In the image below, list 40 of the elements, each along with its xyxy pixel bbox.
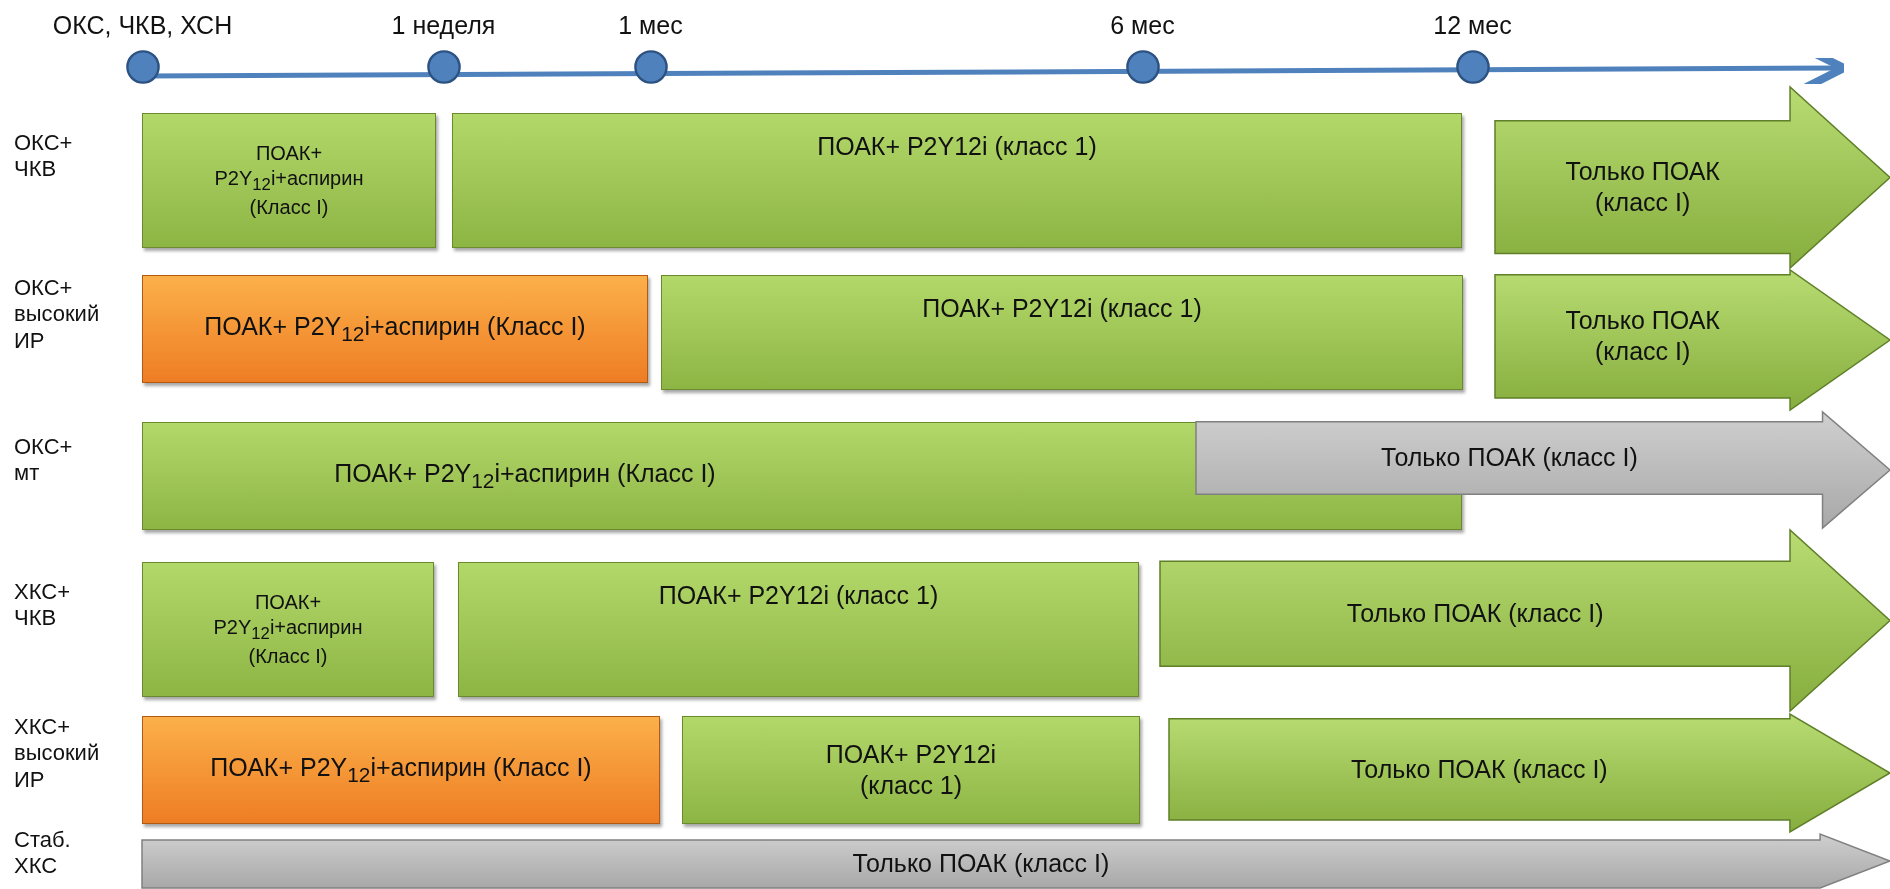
bar-label: ПОАК+ P2Y12i (класс 1) xyxy=(922,292,1202,324)
bar-label: ПОАК+ P2Y$_{12}$i+аспирин (Класс I) xyxy=(334,458,716,494)
bar-label: Только ПОАК (класс I) xyxy=(1345,598,1605,630)
treatment-bar xyxy=(142,562,434,697)
bar-label: Только ПОАК (класс I) xyxy=(1380,442,1639,474)
treatment-bar xyxy=(142,275,648,383)
row-label: ОКС+ высокий ИР xyxy=(14,275,101,355)
row-label: ХКС+ высокий ИР xyxy=(14,714,101,794)
bar-label: ПОАК+ P2Y12i (класс 1) xyxy=(824,738,998,801)
bar-label: Только ПОАК (класс I) xyxy=(1564,155,1721,219)
treatment-bar xyxy=(682,716,1140,824)
treatment-bar xyxy=(1495,270,1890,410)
row-label: ХКС+ ЧКВ xyxy=(14,579,71,632)
treatment-bar xyxy=(142,716,660,824)
row-label: ОКС+ ЧКВ xyxy=(14,130,74,183)
milestone-label: 1 неделя xyxy=(391,10,496,41)
treatment-bar xyxy=(142,113,436,248)
treatment-bar xyxy=(1169,714,1890,832)
bar-label: Только ПОАК (класс I) xyxy=(1564,305,1721,368)
row-label: Стаб. ХКС xyxy=(14,827,72,880)
bar-label: ПОАК+ P2Y$_{12}$i+аспирин (Класс I) xyxy=(213,140,365,221)
row-label: ОКС+ мт xyxy=(14,434,74,487)
bar-label: Только ПОАК (класс I) xyxy=(1350,753,1609,785)
treatment-bar xyxy=(142,834,1890,888)
bar-label: ПОАК+ P2Y$_{12}$i+аспирин (Класс I) xyxy=(212,589,364,670)
milestone-label: 6 мес xyxy=(1110,10,1175,41)
bar-label: ПОАК+ P2Y$_{12}$i+аспирин (Класс I) xyxy=(210,752,592,788)
treatment-bar xyxy=(1495,87,1890,268)
treatment-bar xyxy=(458,562,1139,697)
treatment-bar xyxy=(1160,530,1890,711)
bar-label: ПОАК+ P2Y12i (класс 1) xyxy=(658,579,939,611)
treatment-bar xyxy=(1196,412,1890,528)
treatment-bar xyxy=(452,113,1462,248)
milestone-label: 12 мес xyxy=(1433,10,1512,41)
bar-label: Только ПОАК (класс I) xyxy=(851,848,1111,880)
bar-label: ПОАК+ P2Y$_{12}$i+аспирин (Класс I) xyxy=(204,311,586,347)
bar-label: ПОАК+ P2Y12i (класс 1) xyxy=(817,130,1097,162)
treatment-bar xyxy=(661,275,1463,390)
milestone-label: 1 мес xyxy=(618,10,683,41)
milestone-label: ОКС, ЧКВ, ХСН xyxy=(52,10,233,41)
